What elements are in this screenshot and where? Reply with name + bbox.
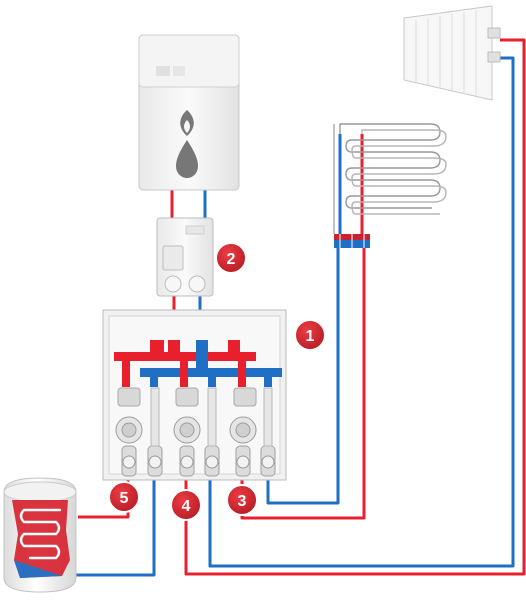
svg-text:1: 1 (306, 328, 315, 345)
boiler (138, 34, 240, 191)
manifold-station (102, 309, 287, 481)
radiator-return-pipe (208, 56, 515, 568)
manifold-hot-header (114, 352, 256, 361)
tank-heating-coil (19, 508, 62, 560)
manifold-cold-header (140, 368, 282, 377)
pump-group-1 (115, 387, 163, 477)
tank-return-pipe (68, 478, 156, 577)
radiator-flow-pipe (184, 38, 526, 576)
flame-icon (180, 110, 194, 136)
badge-2: 2 (215, 242, 247, 274)
pump-group-3 (229, 387, 276, 477)
underfloor-collector (334, 234, 370, 248)
badge-4: 4 (170, 489, 202, 521)
underfloor-coil (333, 123, 447, 234)
underfloor-return-pipe (266, 246, 340, 505)
svg-text:2: 2 (227, 251, 236, 268)
pump-group-2 (173, 387, 220, 477)
svg-text:5: 5 (120, 490, 129, 507)
badge-3: 3 (226, 484, 258, 516)
radiator (403, 5, 501, 101)
boiler-logo (156, 66, 185, 76)
svg-text:4: 4 (182, 498, 191, 515)
badge-5: 5 (108, 481, 140, 513)
svg-text:3: 3 (238, 493, 247, 510)
water-drop-icon (176, 140, 198, 178)
hot-water-tank (3, 477, 77, 593)
badge-1: 1 (294, 319, 326, 351)
hydraulic-separator (156, 217, 214, 297)
radiator-panel-front (403, 5, 501, 101)
